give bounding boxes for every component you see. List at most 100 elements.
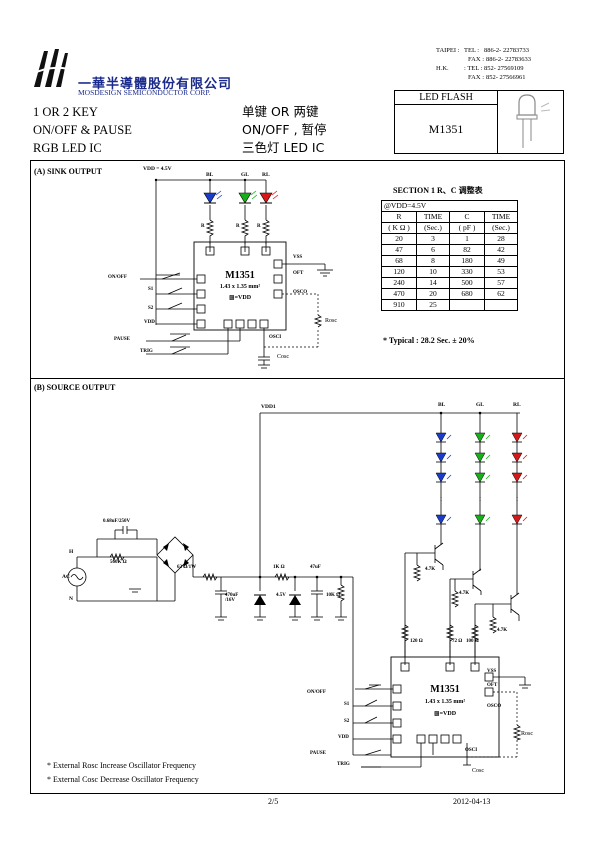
light-ray	[522, 474, 528, 480]
input-resistor-label: 62 Ω/1W	[177, 565, 197, 570]
light-ray	[485, 474, 491, 480]
contact-row: FAX :886-2- 22783633	[468, 56, 531, 63]
led-green-icon	[474, 432, 486, 443]
cap470-label: 470uF /16V	[225, 593, 239, 603]
product-desc-cn: 单键 OR 两键 ON/OFF , 暂停 三色灯 LED IC	[242, 104, 327, 155]
h-label: H	[69, 549, 74, 555]
cap47-label: 47uF	[310, 565, 321, 570]
chip-name: M1351	[225, 270, 255, 281]
note-cosc: * External Cosc Decrease Oscillator Freq…	[47, 775, 199, 784]
company-name-cn: 一華半導體股份有限公司	[78, 77, 233, 92]
light-ray	[485, 434, 491, 440]
chip-size-b: 1.43 x 1.35 mm²	[424, 699, 466, 705]
led-red-icon	[511, 432, 523, 443]
pin-vdd-b: VDD	[338, 735, 349, 740]
led-green-icon	[474, 452, 486, 463]
r47k-label-1: 4.7K	[425, 567, 436, 572]
led-red-icon	[511, 452, 523, 463]
rc-table-title: SECTION 1 R、C 调整表	[393, 186, 483, 195]
pin-pause: PAUSE	[114, 337, 131, 342]
light-ray	[446, 516, 452, 522]
light-ray	[522, 454, 528, 460]
led-ellipsis: :	[516, 494, 518, 503]
resistor-label: R	[201, 224, 205, 229]
r1k-label: 1K Ω	[273, 565, 285, 570]
rosc-label-b: Rosc	[521, 731, 533, 737]
part-number: M1351	[395, 105, 498, 153]
footer-date: 2012-04-13	[453, 797, 491, 806]
main-frame	[30, 160, 565, 794]
part-info-box: LED FLASH M1351	[394, 90, 564, 154]
company-name-en: MOSDESIGN SEMICONDUCTOR CORP.	[78, 88, 211, 97]
pin-s1-b: S1	[344, 702, 350, 707]
box-title: LED FLASH	[395, 91, 498, 105]
led-red-icon	[259, 192, 273, 204]
chip-substrate: ▩=VDD	[228, 295, 252, 301]
light-ray	[485, 516, 491, 522]
pin-vss: VSS	[293, 255, 303, 260]
sink-output-title: (A) SINK OUTPUT	[34, 167, 103, 176]
x-resistor-label: 560K Ω	[110, 560, 127, 565]
led-ellipsis: :	[440, 494, 442, 503]
chip-name-b: M1351	[430, 684, 460, 695]
led-col-label-rl: RL	[513, 402, 521, 408]
chip-substrate-b: ▩=VDD	[433, 711, 457, 717]
r47k-label-3: 4.7K	[497, 628, 508, 633]
typical-note: * Typical : 28.2 Sec. ± 20%	[383, 336, 475, 345]
pin-osci-b: OSCI	[465, 748, 478, 753]
led-blue-icon	[203, 192, 217, 204]
light-ray	[446, 454, 452, 460]
pin-osco-b: OSCO	[487, 704, 502, 709]
led-blue-icon	[435, 432, 447, 443]
divider-line	[31, 378, 564, 379]
pin-trig-b: TRIG	[337, 762, 350, 767]
led-blue-icon	[435, 514, 447, 525]
led-green-icon	[474, 472, 486, 483]
light-ray	[522, 434, 528, 440]
pin-s1: S1	[148, 287, 154, 292]
rc-table-wrap: @VDD=4.5V R TIME C TIME ( K Ω )(Sec.) ( …	[381, 200, 518, 311]
rc-header-row: R TIME C TIME	[381, 211, 518, 223]
pin-osco: OSCO	[293, 290, 308, 295]
rc-condition: @VDD=4.5V	[381, 200, 518, 212]
rosc-label: Rosc	[325, 318, 337, 324]
led-ellipsis: :	[479, 494, 481, 503]
vdd1-label: VDD1	[261, 404, 276, 410]
zener-label: 4.5V	[276, 593, 286, 598]
led-label-gl: GL	[241, 172, 249, 178]
product-desc-en: 1 OR 2 KEY ON/OFF & PAUSE RGB LED IC	[33, 105, 132, 155]
r47k-label-2: 4.7K	[459, 591, 470, 596]
page-number: 2/5	[268, 797, 279, 806]
pin-osci: OSCI	[269, 335, 282, 340]
ac-label: AC	[62, 574, 70, 580]
pin-on-off: ON/OFF	[108, 275, 127, 280]
pin-oft-b: OFT	[487, 683, 498, 688]
pin-vss-b: VSS	[487, 669, 497, 674]
cosc-label: Cosc	[277, 354, 289, 360]
sink-vdd-label: VDD = 4.5V	[143, 166, 172, 172]
light-ray	[485, 454, 491, 460]
pin-pause-b: PAUSE	[310, 751, 327, 756]
r72-label: 72 Ω	[452, 639, 463, 644]
led-label-rl: RL	[262, 172, 270, 178]
led-col-label-bl: BL	[438, 402, 446, 408]
company-logo	[28, 45, 78, 90]
resistor-label: R	[236, 224, 240, 229]
contact-block: TAIPEI :TEL :886-2- 22783733 FAX :886-2-…	[436, 46, 586, 82]
x-cap-label: 0.68uF/250V	[103, 519, 131, 524]
led-blue-icon	[435, 452, 447, 463]
cosc-label-b: Cosc	[472, 768, 484, 774]
source-schematic: :::	[67, 411, 531, 768]
contact-row: FAX :852- 27566961	[468, 74, 526, 81]
r120-label: 120 Ω	[410, 639, 423, 644]
contact-row: TAIPEI :TEL :886-2- 22783733	[436, 47, 529, 54]
pin-s2-b: S2	[344, 719, 350, 724]
light-ray	[522, 516, 528, 522]
source-output-title: (B) SOURCE OUTPUT	[34, 383, 116, 392]
contact-row: H.K.: TEL :852- 27569109	[436, 65, 524, 72]
